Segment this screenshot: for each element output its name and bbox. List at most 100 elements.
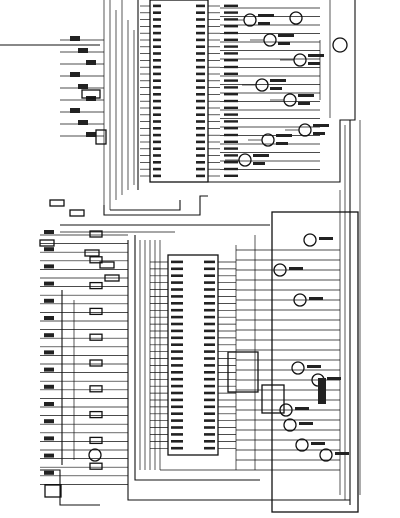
component-label [44, 281, 54, 286]
bus-line [103, 195, 208, 216]
component-label [44, 247, 54, 252]
pin-label [204, 267, 215, 271]
component-label [70, 72, 80, 77]
pin-label [196, 65, 205, 69]
pin-label [224, 86, 238, 89]
transistor [261, 133, 275, 147]
pin-label [153, 93, 161, 96]
component-label [335, 452, 349, 455]
pin-label [171, 274, 183, 277]
component [89, 333, 103, 341]
discrete-components [39, 11, 349, 498]
pin-label [171, 302, 183, 305]
pin-label [196, 11, 205, 14]
connector [44, 484, 62, 498]
pin-label [204, 315, 215, 319]
pin-label [196, 4, 205, 8]
component [89, 436, 103, 445]
board-outline [271, 211, 359, 513]
pin-label [171, 260, 183, 264]
transistor [303, 233, 317, 247]
component-label [258, 14, 274, 17]
pin-label [224, 79, 238, 82]
pin-label [196, 133, 205, 137]
component-label [86, 60, 96, 65]
transistor [238, 153, 252, 167]
component [89, 256, 103, 264]
pin-label [153, 120, 161, 123]
pin-label [196, 161, 205, 164]
pin-label [196, 167, 205, 171]
pin-label [204, 446, 215, 450]
transistor [293, 53, 307, 67]
pin-label [204, 350, 215, 353]
pin-label [204, 329, 215, 333]
pin-label [224, 72, 238, 75]
pin-label [196, 45, 205, 48]
pin-label [204, 377, 215, 381]
pin-label [153, 161, 161, 164]
transistor [88, 448, 102, 462]
pin-label [204, 343, 215, 346]
pin-label [224, 52, 238, 55]
pin-label [204, 260, 215, 264]
pin-label [171, 329, 183, 333]
pin-label [204, 433, 215, 436]
component-label [313, 132, 325, 135]
transistor [293, 293, 307, 307]
pin-label [196, 18, 205, 21]
pin-label [204, 384, 215, 388]
pin-label [224, 174, 238, 177]
pin-label [153, 11, 161, 14]
pin-label [153, 31, 161, 35]
pin-label [204, 391, 215, 395]
component-label [44, 367, 54, 372]
pin-label [196, 52, 205, 55]
board-outline [208, 0, 356, 183]
pin-label [171, 281, 183, 284]
component [89, 230, 103, 238]
component-label [78, 48, 88, 53]
transistor [283, 418, 297, 432]
pin-label [171, 267, 183, 271]
pin-label [204, 295, 215, 298]
pin-label [224, 140, 238, 143]
pin-label [171, 426, 183, 429]
pin-label [224, 4, 238, 7]
pin-label [171, 412, 183, 415]
pin-label [204, 426, 215, 429]
component [89, 359, 103, 367]
pin-label [196, 174, 205, 178]
component-label [253, 154, 269, 157]
pin-label [224, 127, 238, 130]
pin-label [204, 419, 215, 422]
component-label [86, 132, 96, 137]
pin-label [153, 79, 161, 82]
pin-label [196, 31, 205, 35]
ic-package-main [167, 254, 219, 456]
transistor [291, 361, 305, 375]
pin-label [153, 65, 161, 69]
pin-label [196, 127, 205, 130]
component-label [309, 297, 323, 300]
pin-label [171, 295, 183, 298]
component-label [44, 384, 54, 389]
pin-label [171, 377, 183, 381]
pin-label [224, 11, 238, 14]
component [89, 385, 103, 393]
component-label [318, 378, 326, 404]
transistor [319, 448, 333, 462]
pin-label [171, 433, 183, 436]
transistor [289, 11, 303, 25]
pin-label [204, 405, 215, 409]
component-label [78, 84, 88, 89]
component [84, 249, 100, 257]
pin-label [171, 357, 183, 360]
component [89, 410, 103, 419]
bus-line [110, 200, 181, 211]
pin-label [153, 4, 161, 8]
pin-label [204, 336, 215, 340]
bus-line [134, 235, 260, 481]
component [49, 199, 65, 207]
pin-label [224, 18, 238, 21]
